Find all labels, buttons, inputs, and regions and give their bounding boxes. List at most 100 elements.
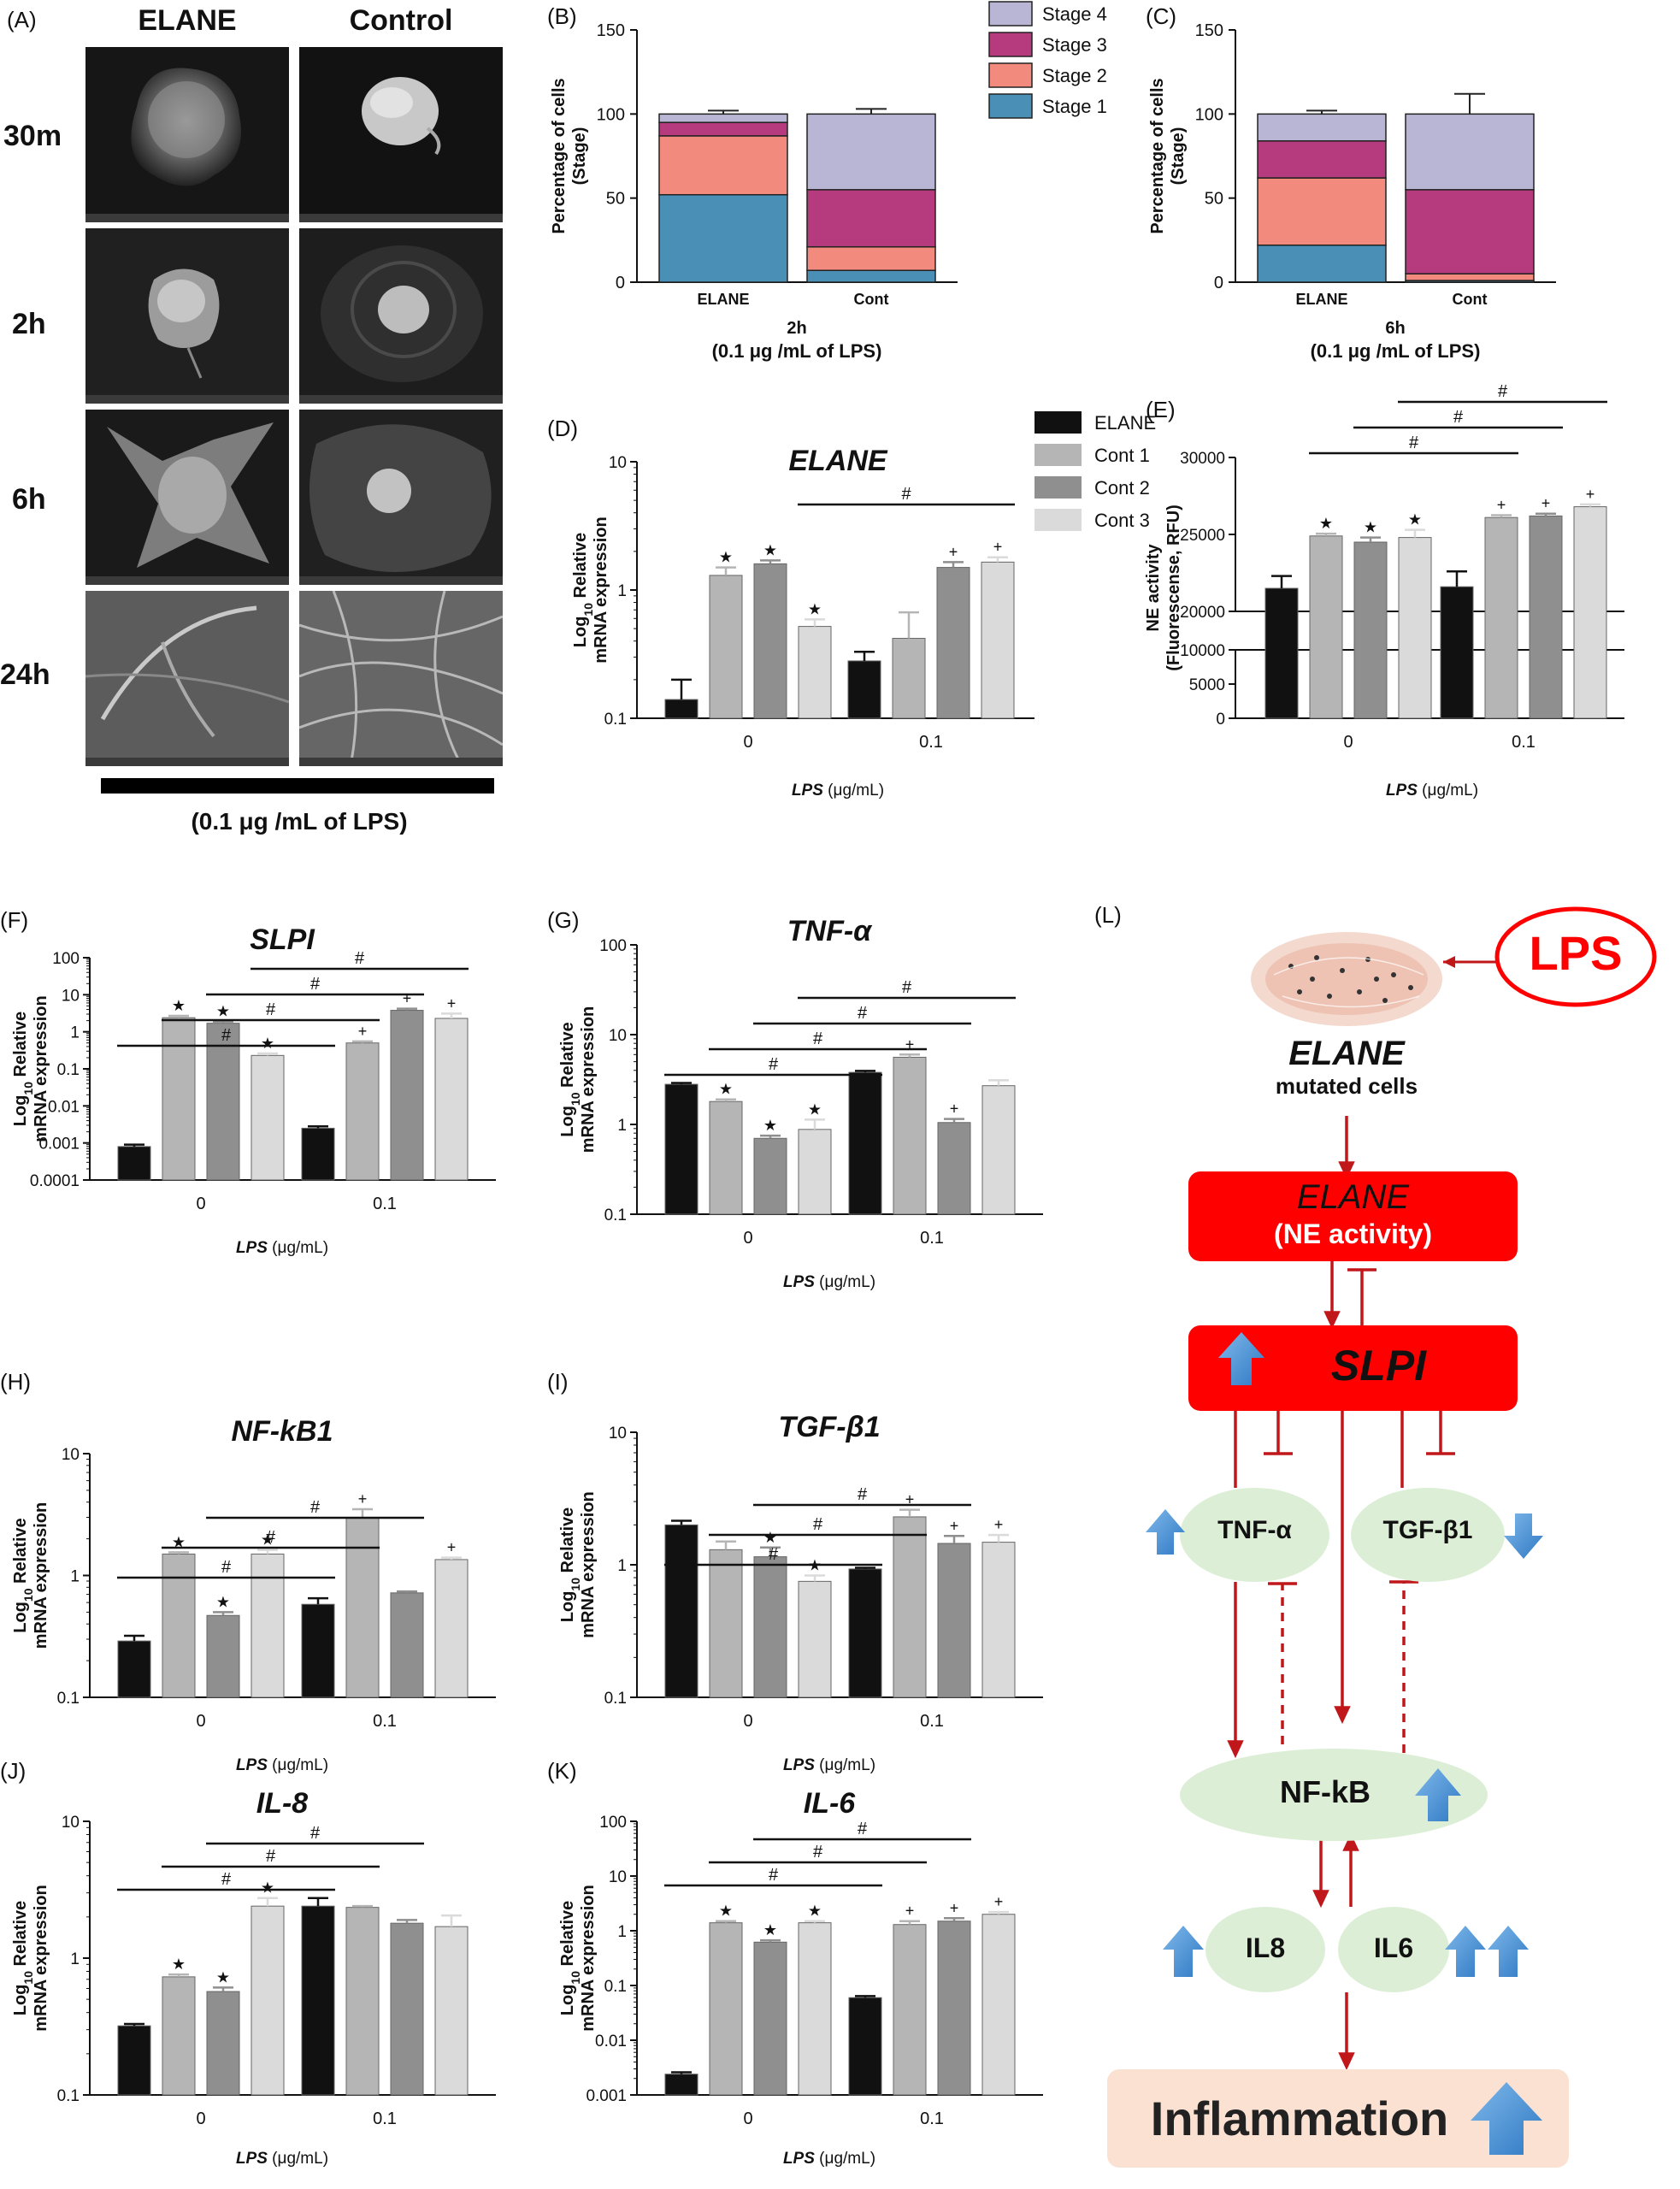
- significance-star: ★: [763, 1529, 777, 1546]
- y-axis-label-part: 10: [569, 1092, 582, 1106]
- bar: [1573, 506, 1607, 719]
- bar: [1440, 586, 1474, 719]
- x-axis-label: 2h: [787, 319, 806, 338]
- panel-letter-a: (A): [7, 7, 37, 32]
- y-axis-label-part: (Fluorescense, RFU): [1164, 504, 1183, 670]
- panel-letter-h: (H): [0, 1369, 31, 1395]
- tnf-alpha-ellipse: [1180, 1488, 1329, 1582]
- cell-cluster-image: [1251, 932, 1442, 1026]
- sem-image-elane-24h: [85, 591, 289, 766]
- y-tick-label: 100: [1195, 105, 1223, 124]
- significance-star: ★: [172, 1533, 186, 1550]
- bar: [162, 1017, 196, 1181]
- il6-up-arrow-icon-2: [1488, 1926, 1529, 1977]
- significance-star: ★: [808, 1903, 822, 1920]
- bar: [981, 1085, 1016, 1215]
- y-tick-label: 0: [1216, 711, 1225, 729]
- y-axis-label-part: Log: [558, 1106, 577, 1137]
- y-axis-label-part: mRNA expression: [579, 1885, 598, 2032]
- bar: [798, 1580, 832, 1698]
- significance-hash: #: [1453, 408, 1464, 427]
- y-tick-label: 0.1: [604, 1207, 627, 1224]
- legend-label: Cont 2: [1094, 477, 1150, 499]
- bar: [709, 1549, 743, 1698]
- y-axis-label: Percentage of cells(Stage): [550, 78, 589, 233]
- significance-hash: #: [266, 1847, 276, 1866]
- x-category-label: 0: [1343, 733, 1353, 752]
- y-tick-label: 0.1: [57, 1061, 80, 1079]
- legend-label: Stage 4: [1042, 3, 1107, 25]
- sem-image-control-24h: [299, 591, 503, 766]
- y-axis-label-part: 10: [21, 1082, 35, 1095]
- chart-title: SLPI: [250, 923, 315, 956]
- y-axis-label-part: 10: [21, 1971, 35, 1985]
- stacked-bar-segment: [806, 245, 936, 271]
- sem-image-elane-6h: [85, 410, 289, 585]
- significance-plus: +: [447, 994, 457, 1012]
- y-axis-label-part: Log: [11, 1095, 30, 1127]
- nfkb-label: NF-kB: [1280, 1774, 1371, 1809]
- bar: [893, 1056, 927, 1215]
- x-category-label: 0.1: [373, 2109, 397, 2128]
- significance-plus: +: [950, 1100, 959, 1118]
- y-axis-label-part: mRNA expression: [579, 1491, 598, 1638]
- bar: [1484, 516, 1518, 719]
- y-axis-label-part: Relative: [11, 1518, 30, 1588]
- y-tick-label: 100: [597, 105, 625, 124]
- y-axis-label-part: Log: [571, 617, 590, 648]
- significance-star: ★: [1319, 515, 1333, 532]
- bar: [937, 1122, 971, 1215]
- bar: [251, 1905, 285, 2096]
- y-tick-label: 0.01: [48, 1098, 80, 1116]
- legend-swatch: [988, 62, 1033, 88]
- x-axis-label-part: (μg/mL): [823, 782, 884, 799]
- bar: [434, 1559, 469, 1698]
- bar: [981, 1914, 1016, 2096]
- stacked-bar-segment: [1405, 273, 1535, 281]
- bar: [664, 1524, 699, 1698]
- chart-title: IL-8: [256, 1787, 309, 1820]
- significance-hash: #: [813, 1843, 823, 1862]
- significance-hash: #: [1498, 382, 1508, 401]
- y-axis-label-part: mRNA expression: [579, 1006, 598, 1154]
- bar: [390, 1922, 424, 2096]
- y-axis-label-part: Log: [11, 1602, 30, 1633]
- y-tick-label: 0.001: [586, 2087, 627, 2105]
- elane-box-subtitle: (NE activity): [1274, 1218, 1432, 1249]
- il6-up-arrow-icon-1: [1445, 1926, 1486, 1977]
- chart-title: TNF-α: [787, 915, 873, 947]
- bar: [848, 1568, 882, 1698]
- y-tick-label: 10: [609, 1425, 627, 1443]
- bar: [1398, 537, 1432, 719]
- slpi-up-arrow-icon: [1218, 1332, 1264, 1385]
- x-axis-label-part: LPS: [792, 782, 823, 799]
- significance-hash: #: [769, 1545, 779, 1564]
- significance-hash: #: [858, 1485, 868, 1504]
- stacked-bar-segment: [1405, 189, 1535, 274]
- bar: [301, 1127, 335, 1181]
- y-tick-label: 0.1: [57, 1690, 80, 1708]
- legend-label: Cont 1: [1094, 445, 1150, 466]
- x-axis-label-part: LPS: [236, 2150, 268, 2168]
- stacked-bar-segment: [1257, 244, 1387, 283]
- x-category-label: ELANE: [1295, 291, 1347, 308]
- y-axis-label-part: Log: [558, 1985, 577, 2016]
- x-axis-label-2: (0.1 μg /mL of LPS): [712, 340, 882, 362]
- x-category-label: 0: [743, 2109, 752, 2128]
- y-axis-label-part: 10: [21, 1588, 35, 1602]
- bar: [117, 1146, 151, 1181]
- y-axis-label-line: Percentage of cells: [1148, 78, 1167, 233]
- pathway-diagram: (L) LPS ELANE mutated cells: [1094, 889, 1676, 2185]
- x-axis-label-part: LPS: [1386, 782, 1418, 799]
- panel-letter-c: (C): [1146, 3, 1176, 29]
- y-axis-label-part: Log: [558, 1591, 577, 1623]
- y-axis-label-part: Relative: [558, 1508, 577, 1578]
- chart-title: NF-kB1: [231, 1415, 333, 1448]
- bar: [798, 1922, 832, 2096]
- bar: [893, 1516, 927, 1698]
- elane-cells-title: ELANE: [1288, 1035, 1405, 1072]
